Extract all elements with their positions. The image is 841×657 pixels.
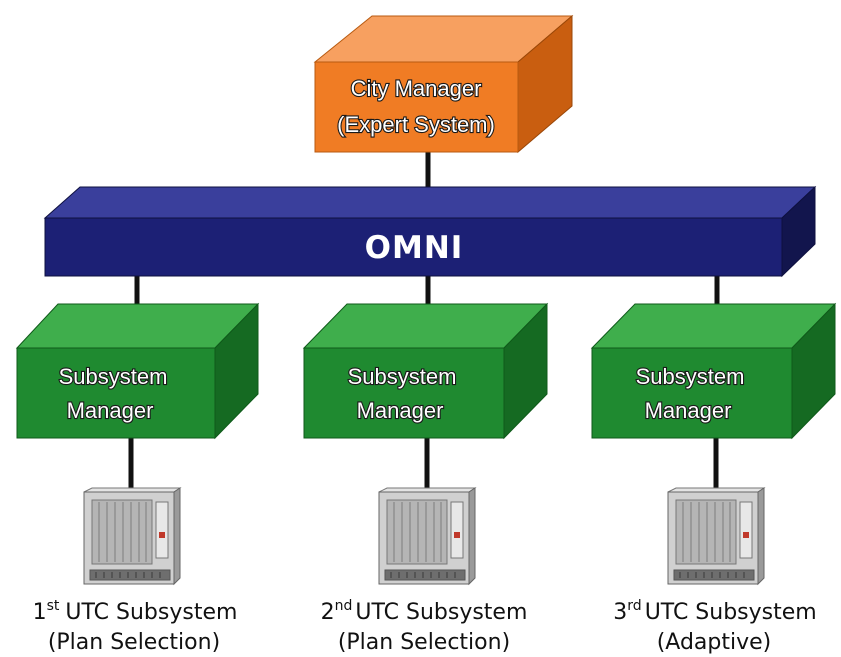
subsystem-manager-2-label-line2: Manager [357, 398, 444, 423]
subsystem-3-ordinal-number: 3 [613, 600, 627, 625]
city-manager-label-line2: (Expert System) [337, 112, 495, 137]
city-manager-box: City Manager (Expert System) [313, 14, 574, 154]
subsystem-2-mode: (Plan Selection) [338, 630, 510, 655]
subsystem-manager-box-2: Subsystem Manager [302, 302, 549, 440]
utc-controller-cabinet-icon [667, 487, 766, 586]
city-manager-label-line1: City Manager [351, 76, 482, 101]
omni-bus-label: OMNI [365, 230, 464, 266]
subsystem-3-mode: (Adaptive) [657, 630, 772, 655]
omni-bus-top-face [43, 186, 817, 219]
subsystem-2-ordinal-number: 2 [321, 600, 335, 625]
subsystem-1-mode: (Plan Selection) [48, 630, 220, 655]
subsystem-3-caption-text: UTC Subsystem [645, 600, 817, 625]
omni-bus-front-face [44, 217, 783, 277]
subsystem-manager-2-front-face [303, 347, 505, 439]
subsystem-1-ordinal-number: 1 [33, 600, 47, 625]
omni-bus: OMNI [43, 185, 817, 278]
subsystem-1-caption-text: UTC Subsystem [65, 600, 237, 625]
subsystem-manager-1-label-line1: Subsystem [59, 364, 168, 389]
utc-controller-cabinet-icon [83, 487, 182, 586]
subsystem-manager-box-3: Subsystem Manager [590, 302, 837, 440]
subsystem-manager-3-label-line1: Subsystem [636, 364, 745, 389]
subsystem-manager-box-1: Subsystem Manager [15, 302, 260, 440]
subsystem-2-ordinal-suffix: nd [335, 598, 353, 614]
subsystem-3-ordinal-suffix: rd [627, 598, 641, 614]
utc-controller-cabinet-icon [378, 487, 477, 586]
connectors [128, 150, 720, 490]
subsystem-manager-1-front-face [16, 347, 216, 439]
subsystem-manager-1-label-line2: Manager [67, 398, 154, 423]
subsystem-manager-2-label-line1: Subsystem [348, 364, 457, 389]
subsystem-manager-3-front-face [591, 347, 793, 439]
subsystem-manager-3-label-line2: Manager [645, 398, 732, 423]
subsystem-1-caption: 1st UTC Subsystem [33, 598, 238, 625]
city-manager-front-face [314, 61, 519, 153]
subsystem-1-ordinal-suffix: st [47, 598, 60, 614]
subsystem-2-caption-text: UTC Subsystem [355, 600, 527, 625]
